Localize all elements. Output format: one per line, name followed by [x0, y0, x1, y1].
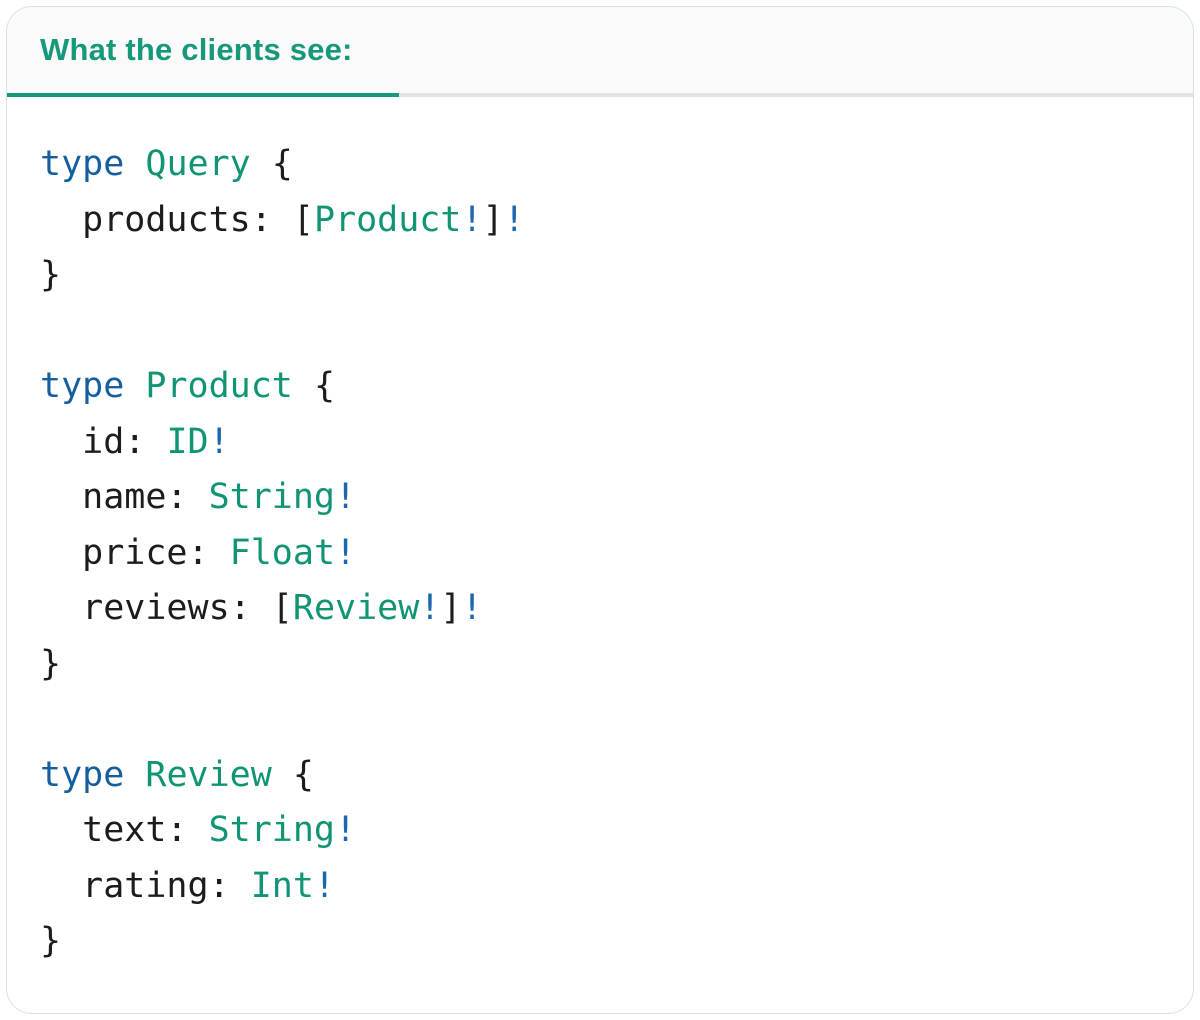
code-token-bang: !: [461, 199, 483, 240]
tab-what-clients-see[interactable]: What the clients see:: [40, 32, 353, 67]
code-token-typename: Review: [292, 588, 420, 628]
header-divider: [7, 93, 1193, 97]
code-line: rating: Int!: [40, 859, 1160, 915]
code-token-plain: ]: [440, 588, 462, 628]
code-token-keyword: type: [40, 366, 125, 406]
code-token-typename: String: [208, 810, 336, 850]
code-token-plain: }: [40, 921, 62, 961]
code-token-plain: {: [250, 144, 293, 184]
code-token-bang: !: [503, 199, 525, 240]
code-token-bang: !: [335, 532, 357, 573]
code-token-typename: Int: [250, 865, 314, 906]
code-token-typename: ID: [166, 421, 209, 462]
code-line: products: [Product!]!: [40, 193, 1160, 249]
code-line: price: Float!: [40, 526, 1160, 582]
code-token-plain: reviews: [: [40, 588, 293, 628]
code-line: [40, 304, 1160, 360]
code-token-bang: !: [335, 477, 357, 517]
code-token-keyword: type: [40, 754, 125, 795]
code-line: type Product {: [40, 359, 1160, 415]
code-token-plain: }: [40, 255, 62, 295]
code-token-keyword: type: [40, 144, 125, 184]
code-token-typename: String: [208, 477, 336, 517]
code-line: name: String!: [40, 470, 1160, 526]
active-tab-indicator: [7, 93, 399, 97]
card-header: What the clients see:: [7, 7, 1193, 93]
code-token-plain: }: [40, 643, 62, 684]
code-token-plain: id:: [40, 421, 167, 462]
code-line: id: ID!: [40, 415, 1160, 471]
code-token-bang: !: [208, 421, 230, 462]
code-token-plain: [124, 366, 145, 406]
code-line: [40, 692, 1160, 748]
code-token-typename: Float: [229, 532, 336, 573]
code-token-bang: !: [313, 865, 336, 906]
code-line: type Review {: [40, 748, 1160, 804]
code-token-plain: [124, 755, 145, 795]
code-token-plain: [124, 144, 145, 184]
code-token-bang: !: [335, 810, 357, 850]
code-token-plain: rating:: [40, 865, 251, 906]
code-token-typename: Product: [145, 366, 293, 406]
code-token-plain: products: [: [40, 199, 314, 240]
schema-card: What the clients see: type Query { produ…: [6, 6, 1194, 1014]
code-token-typename: Product: [313, 199, 462, 240]
code-line: reviews: [Review!]!: [40, 581, 1160, 637]
code-token-bang: !: [461, 588, 483, 628]
code-token-plain: name:: [40, 477, 209, 517]
code-token-plain: {: [292, 366, 336, 406]
code-token-typename: Query: [145, 144, 251, 184]
code-token-plain: price:: [40, 532, 230, 573]
graphql-schema-code: type Query { products: [Product!]!}type …: [7, 97, 1193, 1000]
code-token-plain: text:: [40, 810, 209, 850]
code-line: }: [40, 914, 1160, 970]
code-token-bang: !: [419, 588, 441, 628]
code-line: type Query {: [40, 137, 1160, 193]
code-token-typename: Review: [145, 754, 272, 795]
code-token-plain: ]: [482, 199, 504, 240]
code-token-plain: {: [271, 754, 314, 795]
code-line: }: [40, 637, 1160, 693]
code-line: text: String!: [40, 803, 1160, 859]
code-line: }: [40, 248, 1160, 304]
